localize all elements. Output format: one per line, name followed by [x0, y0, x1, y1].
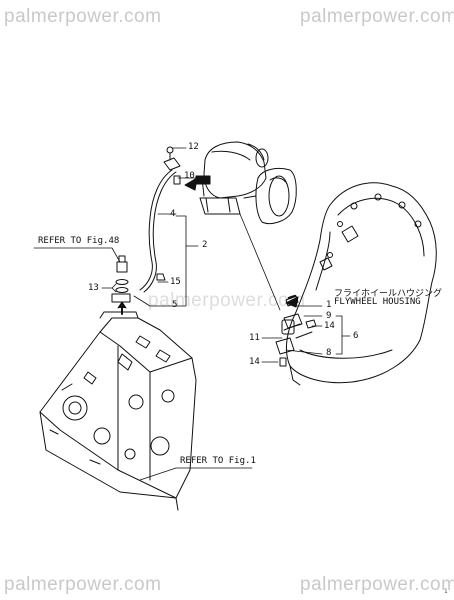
- watermark-top-right: palmerpower.com: [300, 6, 454, 27]
- callout-15: 15: [170, 277, 181, 287]
- callout-8: 8: [326, 348, 332, 358]
- watermark-bottom-right: palmerpower.com: [300, 574, 454, 595]
- adapter-fitting-drawing: [111, 255, 131, 315]
- callout-13: 13: [88, 283, 99, 293]
- callout-10: 10: [184, 171, 195, 181]
- callout-9: 9: [326, 311, 332, 321]
- callout-14-lower: 14: [249, 357, 260, 367]
- flywheel-housing-en-label: FLYWHEEL HOUSING: [334, 297, 421, 307]
- oil-feed-pipe-drawing: [139, 146, 181, 293]
- watermark-top-left: palmerpower.com: [4, 6, 162, 27]
- flywheel-housing-jp-label: フライホイールハウジング: [334, 289, 443, 299]
- callout-1: 1: [326, 300, 332, 310]
- callout-6: 6: [353, 331, 359, 341]
- callout-12: 12: [188, 142, 199, 152]
- callout-2: 2: [202, 240, 208, 250]
- housing-fittings-drawing: [275, 313, 317, 367]
- callout-14-right: 14: [324, 321, 335, 331]
- cylinder-block-drawing: [39, 311, 197, 511]
- turbocharger-drawing: [195, 141, 297, 225]
- page-mark: 1: [444, 588, 448, 595]
- callout-4: 4: [170, 209, 176, 219]
- arrow-to-housing: [285, 296, 299, 308]
- watermark-center: palmerpower.com: [148, 290, 306, 311]
- callout-5: 5: [172, 300, 178, 310]
- leader-lines: [33, 147, 351, 481]
- callout-11: 11: [249, 333, 260, 343]
- refer-fig1-label: REFER TO Fig.1: [180, 456, 256, 466]
- refer-fig48-label: REFER TO Fig.48: [38, 236, 120, 246]
- arrow-to-turbo: [184, 177, 198, 191]
- watermark-bottom-left: palmerpower.com: [4, 574, 162, 595]
- flywheel-housing-drawing: [281, 182, 437, 386]
